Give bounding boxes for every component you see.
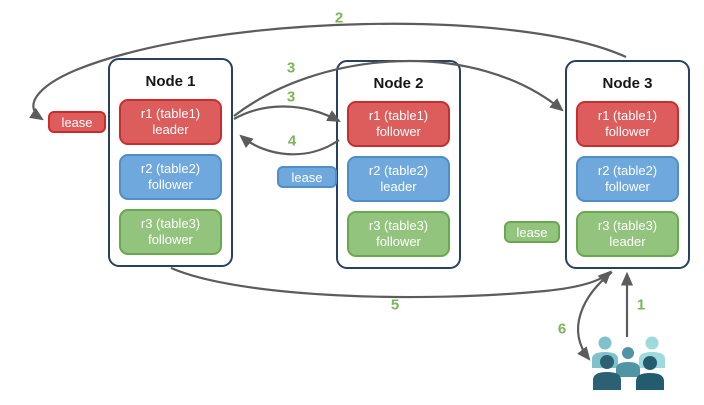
replica-role-label: follower <box>605 179 650 194</box>
replica-role-label: leader <box>152 122 189 137</box>
node-3-replica-r3-leader: r3 (table3) leader <box>576 211 679 257</box>
node-1: Node 1 r1 (table1) leader r2 (table2) fo… <box>108 58 233 267</box>
step-label-2: 2 <box>334 9 344 27</box>
replica-role-label: leader <box>380 179 417 194</box>
replica-role-label: follower <box>148 177 193 192</box>
node-2: Node 2 r1 (table1) follower r2 (table2) … <box>336 60 461 269</box>
step-label-3b: 3 <box>286 88 296 106</box>
lease-badge-r2: lease <box>277 166 337 188</box>
user-front-right <box>636 356 664 390</box>
replica-range-label: r3 (table3) <box>368 218 429 233</box>
node-1-title: Node 1 <box>145 73 196 90</box>
arrow-step5-node1-to-node3 <box>170 266 612 299</box>
arrow-step3-leader-to-node2 <box>233 105 341 123</box>
node-2-replica-r2-leader: r2 (table2) leader <box>347 156 450 202</box>
node-3-replica-r1-follower: r1 (table1) follower <box>576 101 679 147</box>
replica-role-label: follower <box>376 124 421 139</box>
replica-range-label: r3 (table3) <box>140 216 201 231</box>
replica-range-label: r1 (table1) <box>140 106 201 121</box>
step-label-4: 4 <box>287 132 297 150</box>
step-label-1: 1 <box>636 296 646 314</box>
replica-range-label: r2 (table2) <box>368 163 429 178</box>
node-3-title: Node 3 <box>602 75 653 92</box>
node-2-replica-r1-follower: r1 (table1) follower <box>347 101 450 147</box>
step-label-3a: 3 <box>286 59 296 77</box>
users-icon <box>592 336 665 390</box>
node-1-replica-r2-follower: r2 (table2) follower <box>119 154 222 200</box>
lease-badge-r1: lease <box>48 111 106 133</box>
node-1-replica-r3-follower: r3 (table3) follower <box>119 209 222 255</box>
node-3: Node 3 r1 (table1) follower r2 (table2) … <box>565 60 690 269</box>
node-3-replica-r2-follower: r2 (table2) follower <box>576 156 679 202</box>
node-2-replica-r3-follower: r3 (table3) follower <box>347 211 450 257</box>
user-center <box>616 347 640 377</box>
step-label-5: 5 <box>390 296 400 314</box>
node-1-replica-r1-leader: r1 (table1) leader <box>119 99 222 145</box>
replica-role-label: follower <box>605 124 650 139</box>
replica-range-label: r1 (table1) <box>597 108 658 123</box>
node-2-title: Node 2 <box>373 75 424 92</box>
replica-role-label: follower <box>148 232 193 247</box>
replica-range-label: r2 (table2) <box>597 163 658 178</box>
replica-range-label: r2 (table2) <box>140 161 201 176</box>
replica-range-label: r3 (table3) <box>597 218 658 233</box>
replica-range-label: r1 (table1) <box>368 108 429 123</box>
replica-role-label: leader <box>609 234 646 249</box>
lease-badge-r3: lease <box>504 221 560 243</box>
step-label-6: 6 <box>557 320 567 338</box>
replica-role-label: follower <box>376 234 421 249</box>
